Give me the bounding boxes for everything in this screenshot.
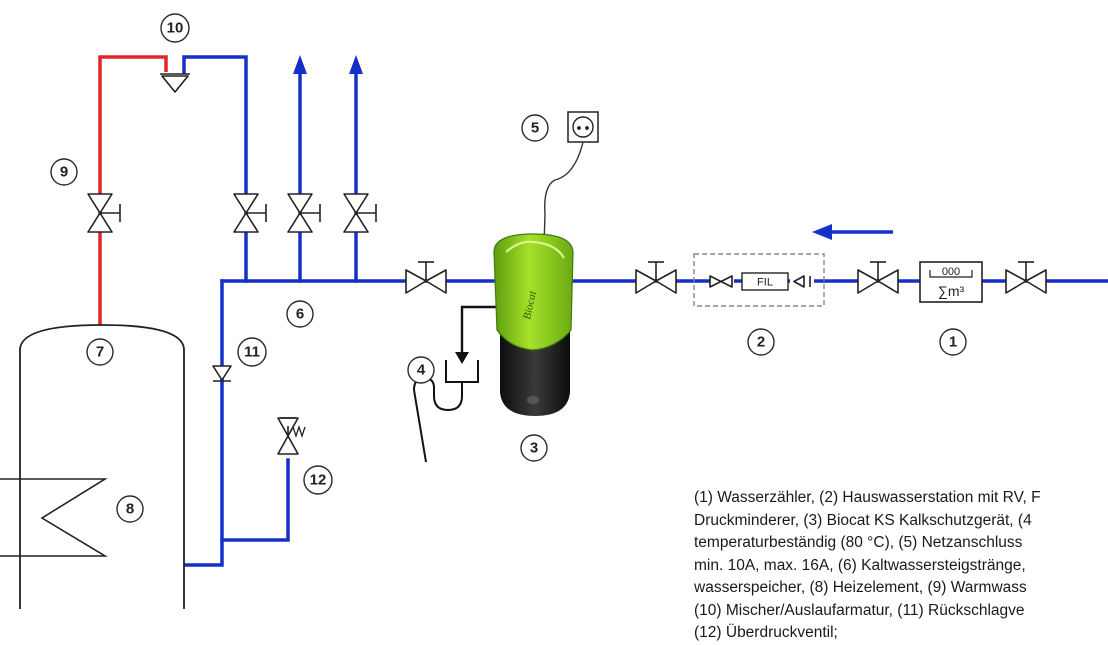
check-valve-icon (212, 365, 232, 382)
svg-text:2: 2 (757, 334, 765, 351)
valve-9-icon (87, 193, 121, 233)
drain-icon (412, 305, 498, 463)
legend-line: (10) Mischer/Auslaufarmatur, (11) Rücksc… (694, 601, 1025, 619)
riser-valve-1-icon (233, 193, 267, 233)
mixer-icon (160, 73, 190, 93)
marker-7: 7 (86, 338, 114, 366)
marker-9: 9 (50, 158, 78, 186)
svg-text:8: 8 (126, 501, 134, 518)
house-water-station: FIL (693, 253, 825, 307)
riser-valve-2-icon (287, 193, 321, 233)
heating-element-icon (0, 478, 108, 557)
svg-text:11: 11 (244, 344, 260, 361)
biocat-device: Biocat (493, 233, 574, 416)
shutoff-valve-icon (857, 261, 899, 294)
marker-5: 5 (521, 114, 549, 142)
marker-2: 2 (747, 328, 775, 356)
svg-text:6: 6 (296, 306, 304, 323)
marker-10: 10 (160, 13, 190, 43)
shutoff-valve-icon (635, 261, 677, 294)
water-meter: 000 ∑m³ (919, 261, 983, 303)
meter-sum: ∑m³ (938, 283, 965, 299)
svg-text:9: 9 (60, 164, 68, 181)
svg-text:12: 12 (310, 472, 327, 489)
marker-8: 8 (116, 495, 144, 523)
svg-text:4: 4 (417, 362, 426, 379)
marker-3: 3 (520, 434, 548, 462)
svg-text:1: 1 (949, 334, 957, 351)
legend-line: wasserspeicher, (8) Heizelement, (9) War… (694, 579, 1027, 596)
svg-text:3: 3 (530, 440, 538, 457)
power-outlet-icon (543, 111, 599, 245)
meter-digits: 000 (942, 266, 960, 278)
marker-4: 4 (407, 356, 435, 384)
svg-text:7: 7 (96, 344, 104, 361)
legend-line: temperaturbeständig (80 °C), (5) Netzans… (694, 534, 1023, 551)
marker-6: 6 (286, 300, 314, 328)
installation-diagram: FIL 000 ∑m³ (0, 13, 1108, 609)
water-heater-tank (0, 324, 185, 609)
flow-direction-arrow-icon (812, 224, 893, 240)
svg-text:10: 10 (167, 20, 184, 37)
shutoff-valve-icon (405, 261, 447, 294)
legend-line: Druckminderer, (3) Biocat KS Kalkschutzg… (694, 511, 1032, 529)
pressure-relief-valve-icon (277, 417, 306, 455)
legend-text: (1) Wasserzähler, (2) Hauswasserstation … (694, 487, 1108, 645)
legend-line: (1) Wasserzähler, (2) Hauswasserstation … (694, 489, 1041, 506)
riser-arrow-icons (293, 55, 363, 74)
riser-valve-3-icon (343, 193, 377, 233)
filter-label: FIL (757, 277, 773, 289)
marker-1: 1 (939, 328, 967, 356)
shutoff-valve-icon (1005, 261, 1047, 294)
filter-box (741, 272, 789, 291)
marker-12: 12 (303, 465, 333, 495)
marker-11: 11 (237, 337, 267, 367)
legend-line: min. 10A, max. 16A, (6) Kaltwassersteigs… (694, 556, 1026, 574)
svg-text:5: 5 (531, 120, 539, 137)
legend-line: (12) Überdruckventil; (694, 624, 838, 641)
